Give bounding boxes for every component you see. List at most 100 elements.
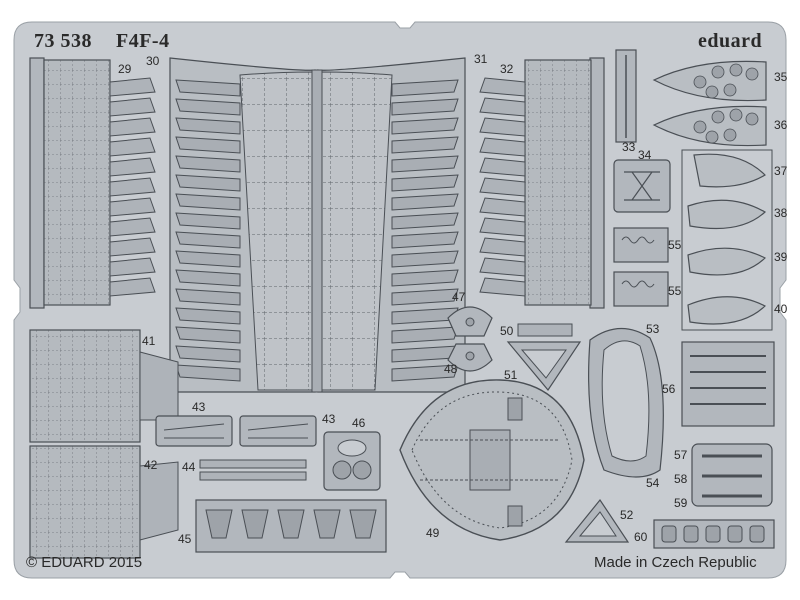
- part-number: 44: [182, 460, 196, 474]
- etched-detail: [711, 110, 725, 124]
- etched-detail: [175, 364, 241, 382]
- etched-detail: [727, 525, 743, 543]
- part-number: 35: [774, 70, 788, 84]
- part-number: 32: [500, 62, 514, 76]
- etched-detail: [175, 98, 241, 116]
- etched-detail: [109, 77, 156, 97]
- etched-detail: [175, 155, 241, 173]
- etched-detail: [109, 277, 156, 297]
- etched-detail: [479, 177, 526, 197]
- etched-detail: [109, 217, 156, 237]
- etched-detail: [391, 250, 459, 268]
- etched-detail: [479, 137, 526, 157]
- part-43-brackets: [155, 415, 317, 447]
- part-30-31-cowling: [169, 57, 466, 393]
- part-number: 58: [674, 472, 688, 486]
- part-number: 49: [426, 526, 440, 540]
- etched-detail: [109, 117, 156, 137]
- etched-detail: [745, 112, 759, 126]
- etched-detail: [205, 509, 233, 539]
- etched-detail: [391, 117, 459, 135]
- part-37-40-covers: [681, 149, 773, 331]
- etched-detail: [693, 120, 707, 134]
- etched-detail: [175, 288, 241, 306]
- etched-detail: [479, 237, 526, 257]
- part-number: 55: [668, 238, 682, 252]
- etched-detail: [391, 155, 459, 173]
- etched-detail: [109, 177, 156, 197]
- etched-detail: [479, 217, 526, 237]
- etched-detail: [745, 67, 759, 81]
- etched-detail: [391, 136, 459, 154]
- part-number: 57: [674, 448, 688, 462]
- etched-detail: [109, 197, 156, 217]
- etched-detail: [109, 97, 156, 117]
- part-52-triangle: [564, 498, 630, 543]
- part-number: 46: [352, 416, 366, 430]
- part-number: 43: [322, 412, 336, 426]
- etched-detail: [729, 108, 743, 122]
- etched-detail: [391, 98, 459, 116]
- part-number: 59: [674, 496, 688, 510]
- part-46-plate: [323, 431, 381, 491]
- etched-detail: [479, 257, 526, 277]
- part-53-54-frame: [588, 327, 664, 478]
- part-number: 39: [774, 250, 788, 264]
- etched-detail: [175, 174, 241, 192]
- part-number: 43: [192, 400, 206, 414]
- part-41-42-panels: [29, 329, 179, 559]
- etched-detail: [479, 277, 526, 297]
- etched-detail: [109, 157, 156, 177]
- part-47-48-brackets: [447, 306, 493, 372]
- part-number: 30: [146, 54, 160, 68]
- part-32-cowl-flaps-right: [479, 57, 605, 309]
- etched-detail: [175, 307, 241, 325]
- part-57-59-belts: [691, 443, 773, 507]
- part-34-bracket: [613, 159, 671, 213]
- product-code: 73 538: [34, 30, 92, 52]
- etched-detail: [391, 288, 459, 306]
- etched-detail: [705, 85, 719, 99]
- part-35-36-plates: [652, 60, 767, 147]
- part-number: 45: [178, 532, 192, 546]
- etched-detail: [479, 117, 526, 137]
- etched-detail: [175, 231, 241, 249]
- etched-detail: [175, 117, 241, 135]
- etched-detail: [391, 79, 459, 97]
- part-number: 54: [646, 476, 660, 490]
- copyright: © EDUARD 2015: [26, 554, 143, 571]
- part-29-cowl-flaps-left: [29, 57, 156, 309]
- etched-detail: [241, 509, 269, 539]
- etched-detail: [175, 212, 241, 230]
- part-number: 55: [668, 284, 682, 298]
- part-number: 48: [444, 362, 458, 376]
- part-number: 42: [144, 458, 158, 472]
- part-number: 60: [634, 530, 648, 544]
- etched-detail: [175, 345, 241, 363]
- part-44-rails: [199, 459, 307, 481]
- part-33-strip: [615, 49, 637, 143]
- etched-detail: [175, 193, 241, 211]
- etched-detail: [391, 231, 459, 249]
- part-number: 56: [662, 382, 676, 396]
- part-60-clips: [653, 519, 775, 549]
- etched-detail: [705, 130, 719, 144]
- etched-detail: [661, 525, 677, 543]
- part-number: 33: [622, 140, 636, 154]
- etched-detail: [705, 525, 721, 543]
- part-number: 34: [638, 148, 652, 162]
- part-45-tabs: [195, 499, 387, 553]
- part-number: 53: [646, 322, 660, 336]
- etched-detail: [391, 174, 459, 192]
- origin-note: Made in Czech Republic: [594, 554, 757, 571]
- etched-detail: [109, 137, 156, 157]
- etched-detail: [723, 128, 737, 142]
- part-number: 38: [774, 206, 788, 220]
- etched-detail: [711, 65, 725, 79]
- etched-detail: [479, 77, 526, 97]
- part-number: 37: [774, 164, 788, 178]
- etched-detail: [313, 509, 341, 539]
- brand-logo: eduard: [698, 30, 763, 52]
- part-number: 52: [620, 508, 634, 522]
- etched-detail: [109, 237, 156, 257]
